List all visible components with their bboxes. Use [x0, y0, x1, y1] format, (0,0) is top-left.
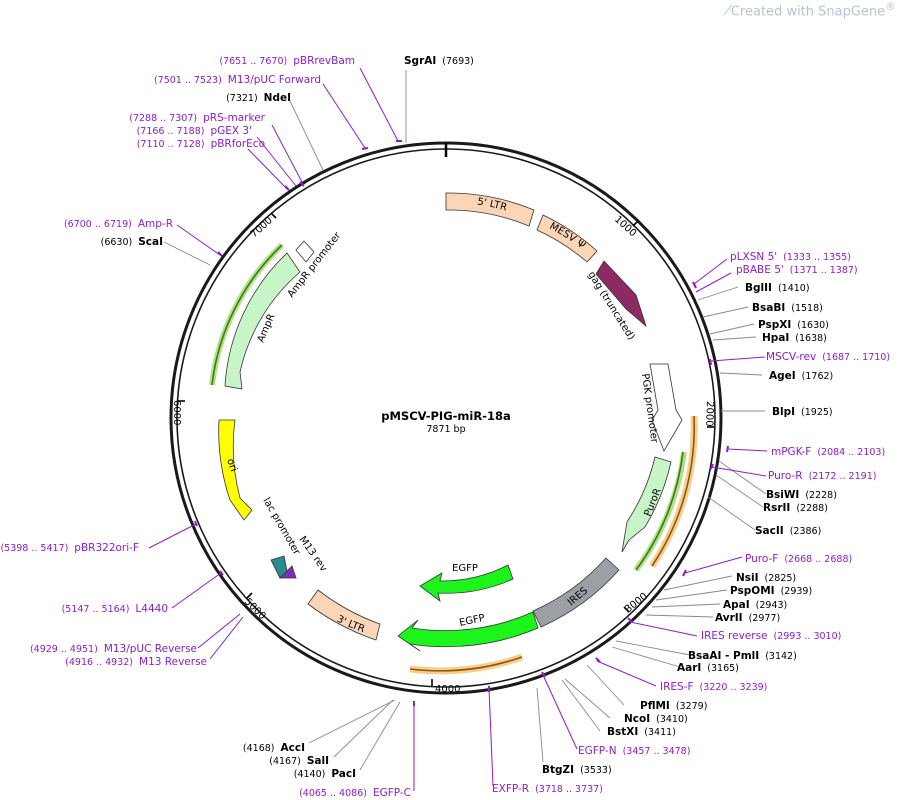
label-egfp-2: EGFP: [452, 563, 478, 574]
feature-mesv-psi: [536, 214, 598, 263]
site-bsaai-pmli: BsaAI - PmlI(3142): [688, 650, 797, 662]
primer-egfp-c: (4065 .. 4086)EGFP-C: [299, 787, 411, 799]
label-m13-rev: M13 rev: [297, 534, 329, 574]
site-avrii: AvrII(2977): [715, 612, 780, 624]
features: [209, 192, 698, 675]
site-acci: (4168)AccI: [243, 742, 305, 754]
site-pspxi: PspXI(1630): [758, 319, 829, 331]
primer-puro-r: Puro-R(2172 .. 2191): [768, 470, 876, 482]
site-sacii: SacII(2386): [755, 525, 821, 537]
plasmid-size: 7871 bp: [426, 424, 465, 435]
site-scai: (6630)ScaI: [101, 236, 163, 248]
site-sgrai: SgrAI(7693): [404, 55, 474, 67]
primer-pbrforeco: (7110 .. 7128)pBRforEco: [137, 138, 265, 150]
primer-m13-reverse: (4916 .. 4932)M13 Reverse: [65, 656, 207, 668]
site-blpi: BlpI(1925): [772, 406, 833, 418]
feature-ori: [218, 419, 253, 521]
site-ncoi: NcoI(3410): [624, 713, 688, 725]
primer-ires-reverse: IRES reverse(2993 .. 3010): [701, 630, 841, 642]
feature-ampr-promoter: [295, 240, 315, 263]
snapgene-logo-icon: ⁄: [726, 4, 729, 20]
primer-m13-puc-reverse: (4929 .. 4951)M13/pUC Reverse: [30, 643, 197, 655]
feature-ampr-strand: [211, 244, 283, 386]
feature-puror: [621, 456, 672, 553]
site-bglii: BglII(1410): [745, 282, 810, 294]
feature-orange-bottom: [409, 653, 524, 675]
feature-5-ltr: [445, 192, 535, 227]
primer-marks: [194, 140, 729, 706]
primer-puro-f: Puro-F(2668 .. 2688): [745, 553, 852, 565]
feature-3-ltr: [307, 589, 381, 641]
primer-pgex-3: (7166 .. 7188)pGEX 3': [137, 125, 252, 137]
primer-leaders: [148, 67, 768, 791]
site-bstxi: BstXI(3411): [607, 726, 676, 738]
site-pflmi: PflMI(3279): [640, 700, 707, 712]
brand-text: Created with SnapGene: [730, 4, 886, 20]
feature-puror-strand: [635, 451, 684, 571]
tick-7000: 7000: [249, 215, 275, 240]
primer-ires-f: IRES-F(3220 .. 3239): [660, 681, 767, 693]
plasmid-name: pMSCV-PIG-miR-18a: [381, 409, 510, 423]
site-leaders: [163, 70, 767, 771]
site-apai: ApaI(2943): [723, 599, 787, 611]
feature-ires: [532, 557, 620, 628]
primer-plxsn-5: pLXSN 5'(1333 .. 1355): [730, 251, 851, 263]
backbone: [169, 141, 723, 695]
tick-2000: 2000: [703, 401, 715, 427]
primer-prs-marker: (7288 .. 7307)pRS-marker: [129, 112, 265, 124]
tick-5000: 5000: [242, 596, 268, 622]
primer-labels: (7651 .. 7670)pBRrevBam (7501 .. 7523)M1…: [0, 55, 890, 799]
site-btgzi: BtgZI(3533): [542, 764, 612, 776]
tick-6000: 6000: [171, 400, 182, 425]
feature-pgk-promoter: [649, 363, 683, 452]
primer-mscv-rev: MSCV-rev(1687 .. 1710): [766, 351, 890, 363]
site-hpai: HpaI(1638): [762, 332, 827, 344]
site-rsrii: RsrII(2288): [763, 502, 828, 514]
primer-mpgk-f: mPGK-F(2084 .. 2103): [771, 446, 885, 458]
tick-marks: [178, 212, 714, 686]
snapgene-brand: ⁄Created with SnapGene®: [727, 0, 896, 19]
site-labels: SgrAI(7693) (7321)NdeI (6630)ScaI BglII(…: [101, 55, 837, 780]
tick-3000: 3000: [623, 591, 650, 615]
primer-l4440: (5147 .. 5164)L4440: [62, 603, 168, 615]
primer-m13-puc-forward: (7501 .. 7523)M13/pUC Forward: [154, 74, 321, 86]
site-nsii: NsiI(2825): [736, 572, 796, 584]
site-bsabi: BsaBI(1518): [752, 302, 823, 314]
site-bsiwi: BsiWI(2228): [766, 489, 837, 501]
label-lac-promoter: lac promoter: [260, 496, 302, 558]
primer-amp-r: (6700 .. 6719)Amp-R: [64, 218, 173, 230]
tick-4000: 4000: [435, 684, 460, 695]
site-ndei: (7321)NdeI: [226, 92, 291, 104]
feature-gag: [595, 260, 647, 328]
brand-mark: ®: [885, 0, 896, 13]
feature-egfp-inner: [419, 564, 514, 602]
site-agei: AgeI(1762): [769, 370, 833, 382]
site-sali: (4167)SalI: [269, 755, 329, 767]
label-egfp-1: EGFP: [458, 613, 486, 629]
primer-pbrrevbam: (7651 .. 7670)pBRrevBam: [219, 55, 355, 67]
site-aari: AarI(3165): [677, 662, 739, 674]
primer-pbr322ori-f: (5398 .. 5417)pBR322ori-F: [0, 542, 139, 554]
label-ori: ori: [224, 457, 239, 473]
feature-egfp-outer: [397, 611, 539, 652]
site-paci: (4140)PacI: [294, 768, 356, 780]
primer-exfp-r: EXFP-R(3718 .. 3737): [492, 783, 603, 795]
feature-ampr: [224, 252, 301, 390]
primer-pbabe-5: pBABE 5'(1371 .. 1387): [736, 264, 858, 276]
primer-egfp-n: EGFP-N(3457 .. 3478): [578, 745, 690, 757]
site-pspomi: PspOMI(2939): [730, 585, 812, 597]
